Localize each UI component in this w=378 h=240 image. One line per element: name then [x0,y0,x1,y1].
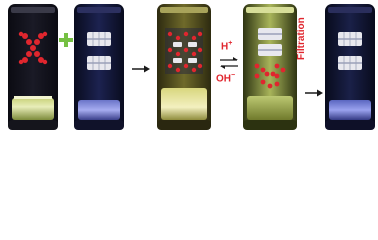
vial-molecule-solution [8,4,58,130]
host-ring-icon [258,28,282,40]
filtration-label: Filtration [296,17,307,60]
gel-network-icon [165,28,203,74]
base-label: OH− [216,72,236,85]
acid-label: H+ [221,40,233,53]
vial-gel [157,4,211,130]
equilibrium-arrows-icon [220,57,238,69]
vial-host-solution [74,4,124,130]
host-ring-icon [338,32,362,46]
host-ring-icon [87,32,111,46]
vial-filtered [325,4,375,130]
host-ring-icon [338,56,362,70]
released-molecule-icon [254,63,286,89]
host-ring-icon [87,56,111,70]
red-molecule-icon [18,31,48,65]
plus-icon [59,33,73,47]
host-ring-icon [258,44,282,56]
arrow-right-icon [132,65,150,73]
vial-acidified [243,4,297,130]
arrow-right-icon [305,89,323,97]
scheme: H+ OH− [8,4,375,130]
